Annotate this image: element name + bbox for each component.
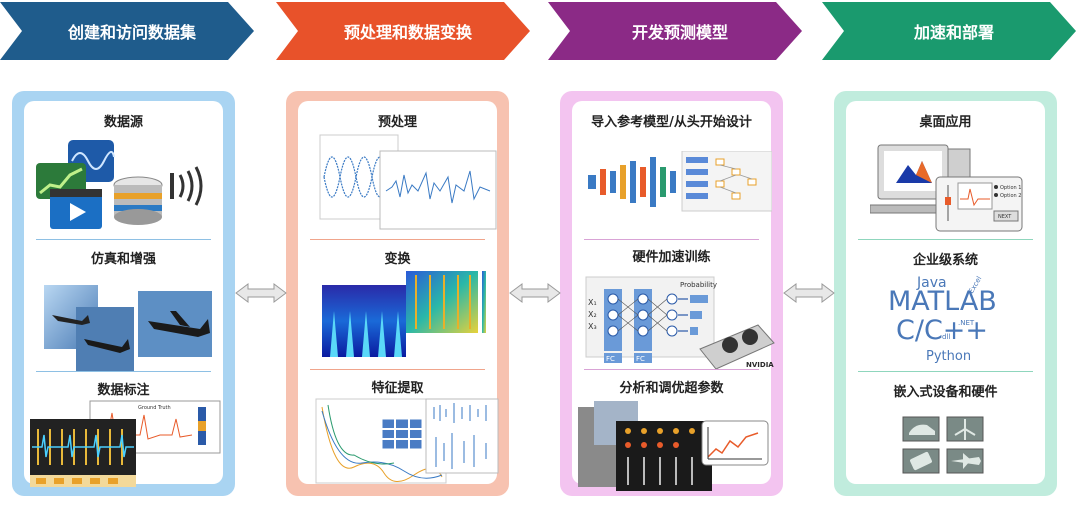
chevron-shape — [822, 2, 1076, 60]
section-divider — [310, 239, 485, 240]
stage-chevron-2: 预处理和数据变换 — [276, 2, 530, 60]
section-title: 导入参考模型/从头开始设计 — [591, 115, 752, 130]
section-title: 预处理 — [377, 115, 417, 130]
double-arrow-icon — [783, 283, 835, 303]
plot-title: Ground Truth — [138, 405, 171, 411]
language-word-cloud: Java MATLAB .NET Excel dll C/C++ Python — [846, 271, 1045, 371]
stage-label: 加速和部署 — [913, 23, 994, 42]
feature-extraction-illustration — [315, 398, 499, 484]
word-python: Python — [926, 349, 972, 364]
section-divider — [584, 369, 759, 370]
section-divider — [310, 369, 485, 370]
next-button-label: NEXT — [998, 214, 1012, 220]
chevron-shape — [548, 2, 802, 60]
section-divider — [858, 239, 1033, 240]
section-title: 仿真和增强 — [90, 252, 156, 267]
section-title: 企业级系统 — [912, 253, 978, 268]
stage-chevron-1: 创建和访问数据集 — [0, 2, 254, 60]
section-title: 分析和调优超参数 — [619, 381, 724, 396]
chevron-shape — [276, 2, 530, 60]
probability-label: Probability — [680, 281, 717, 289]
input-x1: X₁ — [588, 298, 597, 307]
stage-label: 开发预测模型 — [631, 23, 728, 42]
word-matlab: MATLAB — [888, 286, 997, 317]
panel-datasets: 数据源 仿真和增强 — [12, 91, 235, 496]
section-title: 特征提取 — [371, 381, 424, 396]
double-arrow-icon — [509, 283, 561, 303]
embedded-devices-illustration — [902, 416, 984, 474]
section-divider — [858, 371, 1033, 372]
fc-label-1: FC — [606, 355, 615, 363]
panel-preprocessing: 预处理 变换 特征提取 — [286, 91, 509, 496]
section-title: 硬件加速训练 — [632, 250, 711, 265]
section-title: 数据源 — [103, 115, 143, 130]
gpu-training-illustration: X₁ X₂ X₃ Probability FC FC NVIDIA — [585, 276, 775, 370]
word-cpp: C/C++ — [896, 315, 989, 346]
stage-chevron-4: 加速和部署 — [822, 2, 1076, 60]
section-divider — [36, 371, 211, 372]
option-2-label: Option 2 — [1000, 193, 1021, 199]
section-divider — [584, 239, 759, 240]
hyperparameter-tuning-illustration — [578, 401, 769, 491]
word-net: .NET — [958, 319, 975, 327]
data-labeling-illustration: Ground Truth — [30, 400, 221, 487]
fc-label-2: FC — [636, 355, 645, 363]
chevron-shape — [0, 2, 254, 60]
airplane-images-illustration — [44, 285, 212, 371]
section-title: 桌面应用 — [919, 115, 972, 130]
panel-deployment: 桌面应用 Option 1 Option 2 NEXT 企业级系统 Java M… — [834, 91, 1057, 496]
section-title: 嵌入式设备和硬件 — [893, 385, 998, 400]
panel-model-development: 导入参考模型/从头开始设计 硬件加速训练 X₁ X₂ X₃ — [560, 91, 783, 496]
spectrogram-illustration — [322, 271, 486, 357]
stage-chevron-3: 开发预测模型 — [548, 2, 802, 60]
section-title: 变换 — [384, 252, 411, 267]
section-divider — [36, 239, 211, 240]
desktop-app-illustration: Option 1 Option 2 NEXT — [870, 144, 1023, 232]
section-title: 数据标注 — [97, 383, 150, 398]
double-arrow-icon — [235, 283, 287, 303]
input-x3: X₃ — [588, 322, 597, 331]
network-architecture-illustration — [588, 151, 772, 212]
stage-label: 预处理和数据变换 — [343, 23, 472, 42]
word-java: Java — [917, 275, 947, 291]
stage-label: 创建和访问数据集 — [67, 23, 196, 42]
option-1-label: Option 1 — [1000, 185, 1021, 191]
nvidia-logo: NVIDIA — [746, 361, 774, 369]
word-dll: dll — [942, 333, 951, 341]
input-x2: X₂ — [588, 310, 597, 319]
data-source-illustration — [36, 140, 203, 229]
signal-preprocessing-illustration — [319, 134, 497, 230]
